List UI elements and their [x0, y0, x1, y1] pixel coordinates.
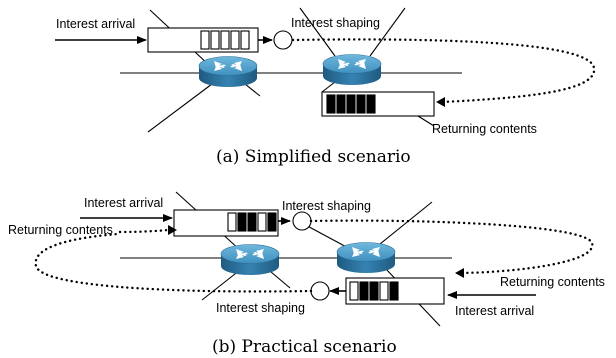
panel-b-top-queue-cell [257, 212, 267, 232]
panel-b-bottom-queue-cell [389, 281, 399, 301]
panel-a-queue-cell [210, 30, 220, 50]
panel-a-content-cell [326, 94, 336, 114]
panel-b-top-queue-cell [237, 212, 247, 232]
panel-a-queue-cell [220, 30, 230, 50]
panel-b-returning-top-dotted-arrow [118, 228, 170, 234]
panel-a-router2-line-diag2 [299, 7, 336, 57]
panel-b-dotted-bottom-loop [34, 232, 313, 293]
panel-a-content-cell [346, 94, 356, 114]
panel-a-returning-line [417, 115, 435, 127]
panel-a-interest-arrival-label: Interest arrival [56, 17, 135, 31]
panel-a: Interest arrival Interest shaping Return… [55, 7, 596, 167]
panel-b-bottom-queue-cell [369, 281, 379, 301]
panel-a-dotted-return-path [291, 38, 596, 104]
panel-a-content-cell [366, 94, 376, 114]
panel-a-content-cell [356, 94, 366, 114]
panel-b-returning-contents-top-label: Returning contents [8, 223, 113, 237]
panel-b-bottom-queue-cell [359, 281, 369, 301]
panel-a-queue-cell [230, 30, 240, 50]
panel-b-bottom-queue-cell [379, 281, 389, 301]
panel-b-interest-shaping-top-label: Interest shaping [282, 199, 371, 213]
panel-b-dotted-top-loop [309, 219, 594, 275]
panel-a-returning-contents-label: Returning contents [432, 122, 537, 136]
panel-b-interest-shaping-bottom-label: Interest shaping [216, 301, 305, 315]
panel-a-router1-icon [198, 56, 258, 88]
panel-a-queue-cell [200, 30, 210, 50]
panel-b-interest-arrival-bottom-label: Interest arrival [455, 304, 534, 318]
panel-b-top-queue-cell [267, 212, 277, 232]
panel-a-dotted-arrowhead [436, 97, 445, 107]
panel-b-top-interest-shaper [292, 211, 312, 231]
panel-b-top-queue-cell [227, 212, 237, 232]
panel-b-dotted-top-loop-arrowhead [455, 268, 464, 278]
panel-b-router1-icon [220, 244, 280, 276]
panel-a-router2-line-diag1 [369, 7, 406, 57]
panel-b-router1-line-diag2 [201, 269, 241, 301]
panel-a-caption: (a) Simplified scenario [216, 147, 411, 167]
panel-b-returning-contents-right-label: Returning contents [500, 275, 605, 289]
panel-b: Interest arrival Interest shaping Return… [8, 191, 605, 357]
panel-b-interest-arrival-top-label: Interest arrival [84, 196, 163, 210]
panel-b-returning-top-arrowhead [168, 225, 177, 235]
panel-b-caption: (b) Practical scenario [212, 337, 397, 357]
panel-b-bottom-interest-shaper [310, 281, 330, 301]
panel-a-router2-icon [322, 54, 382, 86]
panel-b-router2-line-diag1 [379, 201, 433, 245]
panel-a-queue-cell [240, 30, 250, 50]
panel-a-interest-shaper [273, 30, 293, 50]
panel-b-bottom-queue-cell [349, 281, 359, 301]
panel-a-content-cell [336, 94, 346, 114]
panel-a-interest-shaping-label: Interest shaping [291, 16, 380, 30]
panel-a-router1-line-diag2 [147, 83, 213, 133]
panel-b-router2-icon [336, 242, 396, 274]
panel-a-router2-line-diag3 [321, 81, 336, 93]
panel-b-top-queue-cell [247, 212, 257, 232]
